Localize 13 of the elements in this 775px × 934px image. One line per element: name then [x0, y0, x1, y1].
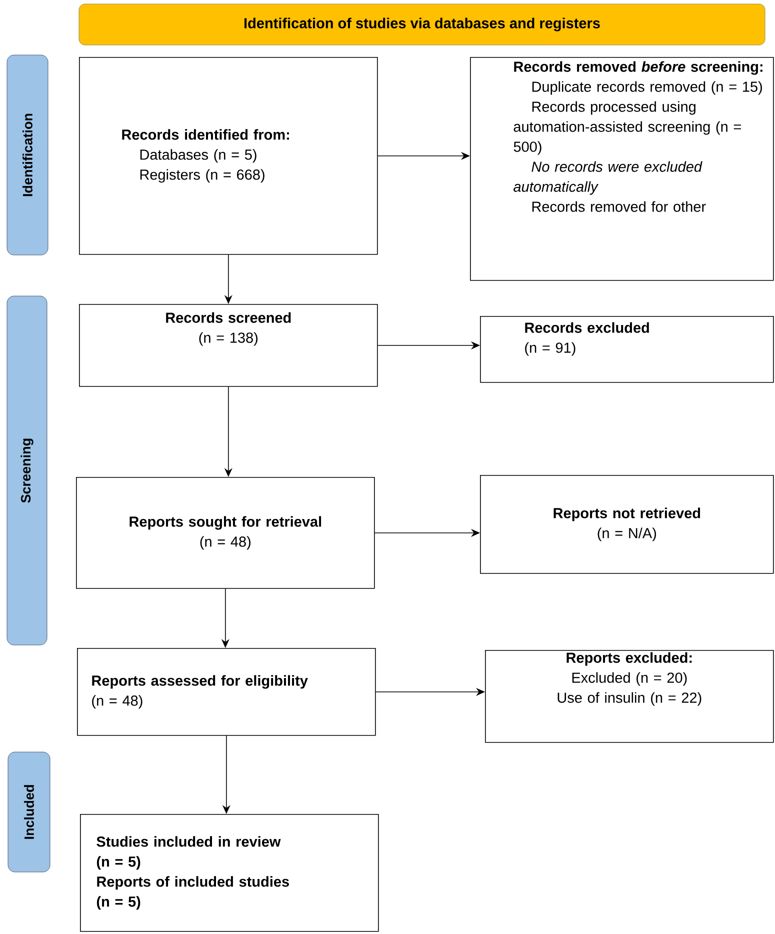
process-box: Reports excluded: Excluded (n = 20) Use of insulin (n = 22): [485, 650, 774, 743]
phase-label-band: Identification: [6, 54, 48, 256]
phase-label-band: Screening: [6, 296, 48, 646]
process-box: Reports sought for retrieval (n = 48): [76, 477, 375, 589]
process-box: Records excluded (n = 91): [480, 316, 774, 383]
process-box: Records screened (n = 138): [79, 304, 378, 387]
header-band: Identification of studies via databases and registers: [78, 4, 766, 46]
process-box: Studies included in review (n = 5) Reports of included studies (n = 5): [80, 814, 379, 932]
process-box: Records removed before screening: Duplicate records removed (n = 15) Records processed using automation-assisted screening (n = 500) No records were excluded automatically Records removed for other: [470, 57, 774, 281]
process-box: Records identified from: Databases (n = 5) Registers (n = 668): [79, 57, 378, 255]
process-box: Reports assessed for eligibility (n = 48): [77, 648, 376, 736]
phase-label-band: Included: [8, 752, 50, 872]
process-box: Reports not retrieved (n = N/A): [480, 475, 774, 574]
